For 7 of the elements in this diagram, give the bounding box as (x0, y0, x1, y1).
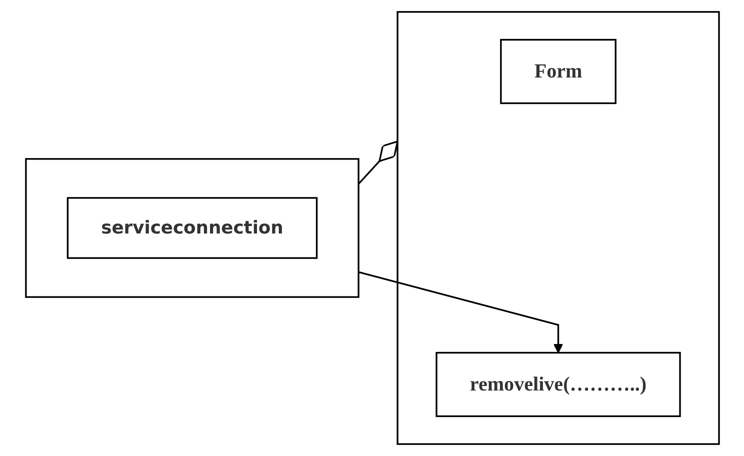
arrow (358, 271, 563, 354)
node-box: Form (500, 38, 616, 104)
connector (357, 140, 398, 185)
cluster (396, 11, 720, 445)
node-box: serviceconnection (66, 197, 318, 259)
node-box: removelive(………..) (435, 352, 680, 418)
cluster (24, 158, 359, 298)
